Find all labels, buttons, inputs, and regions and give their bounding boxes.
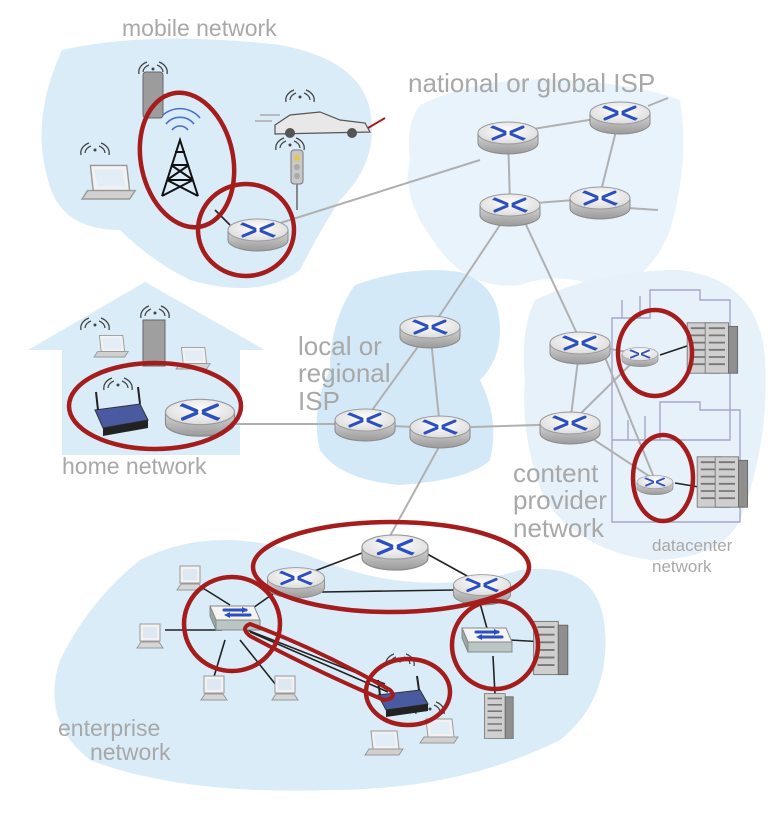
desktop-icon — [200, 675, 228, 701]
router-icon — [360, 533, 430, 572]
highlight-ring — [137, 90, 237, 230]
server-rack-icon — [714, 455, 749, 509]
router-icon — [636, 474, 674, 496]
switch-icon — [460, 626, 514, 654]
wifi-router-icon — [377, 675, 429, 717]
desktop-icon — [136, 623, 164, 649]
datacenter-label: datacenter network — [652, 536, 733, 577]
router-icon — [588, 100, 652, 136]
enterprise-network-label: enterprise network — [58, 715, 171, 766]
home-network-label: home network — [62, 453, 207, 479]
home-devices — [80, 305, 211, 436]
router-icon — [478, 192, 542, 228]
highlight-ring — [250, 519, 532, 615]
enterprise-devices — [136, 565, 459, 756]
desktop-icon — [271, 675, 299, 701]
router-icon — [621, 346, 659, 368]
national-isp-label: national or global ISP — [408, 68, 656, 98]
router-icon — [548, 330, 612, 366]
mobile-network-region — [41, 38, 373, 288]
desktop-icon — [176, 565, 204, 591]
highlight-ring — [630, 432, 696, 524]
highlight-ring — [181, 574, 283, 674]
highlight-rings — [66, 90, 696, 728]
cell-tower-icon — [159, 107, 201, 197]
traffic-light-icon — [290, 149, 304, 210]
server-rack-icon — [704, 321, 739, 375]
mobile-devices — [80, 61, 386, 210]
highlight-ring — [66, 360, 244, 452]
router-icon — [408, 414, 472, 450]
local-isp-label: local or regional ISP — [298, 331, 391, 416]
highlight-ring — [449, 598, 541, 692]
router-icon — [568, 185, 632, 221]
server-rack-icon — [483, 692, 515, 740]
car-icon — [255, 111, 386, 138]
router-icon — [226, 217, 290, 253]
highlight-ring — [615, 307, 695, 399]
phone-icon — [142, 71, 164, 119]
content-provider-label: content provider network — [513, 458, 607, 543]
highlight-ring — [243, 621, 395, 703]
wifi-router-icon — [94, 386, 149, 436]
router-icon — [538, 410, 602, 446]
router-icon — [398, 314, 462, 350]
router-icon — [476, 120, 540, 156]
fridge-icon — [142, 319, 166, 367]
mobile-network-label: mobile network — [122, 15, 277, 41]
highlight-ring — [195, 181, 297, 279]
